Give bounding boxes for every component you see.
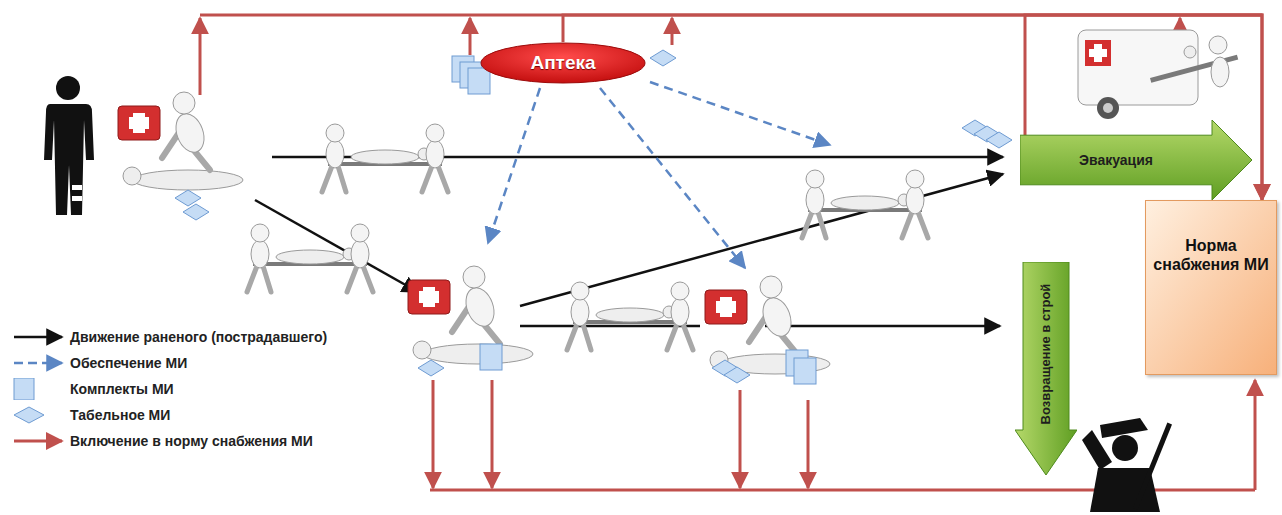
- legend-text: Включение в норму снабжения МИ: [70, 433, 313, 449]
- return-arrow: Возвращение в строй: [1015, 262, 1077, 475]
- legend-sample: [12, 430, 70, 452]
- legend-sample: [12, 352, 70, 374]
- legend: Движение раненого (пострадавшего) Обеспеч…: [12, 324, 327, 454]
- node-label: Норма снабжения МИ: [1153, 236, 1269, 274]
- evacuation-arrow: Эвакуация: [1020, 120, 1252, 200]
- legend-sample: [12, 326, 70, 348]
- legend-text: Обеспечение МИ: [70, 355, 187, 371]
- legend-sample: [12, 378, 70, 400]
- node-label: Эвакуация: [1079, 152, 1153, 169]
- norm-box-outline: [1145, 200, 1277, 375]
- legend-text: Движение раненого (пострадавшего): [70, 329, 327, 345]
- legend-row: Движение раненого (пострадавшего): [12, 324, 327, 350]
- legend-text: Табельное МИ: [70, 407, 170, 423]
- legend-row: Табельное МИ: [12, 402, 327, 428]
- node-label: Возвращение в строй: [1038, 284, 1054, 425]
- inclusion-connector: [563, 15, 1262, 200]
- legend-sample: [12, 404, 70, 426]
- legend-row: Включение в норму снабжения МИ: [12, 428, 327, 454]
- legend-text: Комплекты МИ: [70, 381, 174, 397]
- node-label: Аптека: [530, 52, 595, 75]
- pharmacy-ellipse: Аптека: [480, 42, 646, 84]
- norm-box: Норма снабжения МИ: [1145, 200, 1277, 375]
- legend-row: Обеспечение МИ: [12, 350, 327, 376]
- legend-row: Комплекты МИ: [12, 376, 327, 402]
